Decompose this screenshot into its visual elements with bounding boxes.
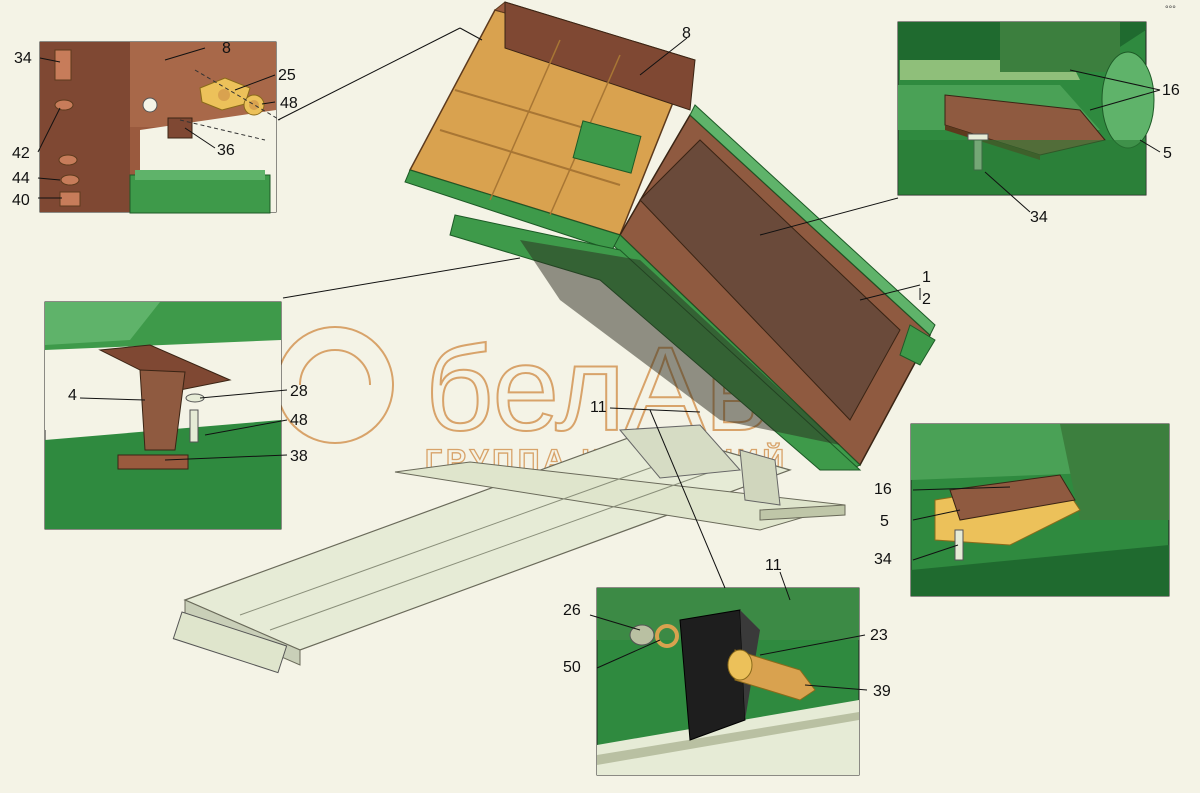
callout-38: 38 (290, 448, 308, 465)
callout-11-mid: 11 (590, 399, 607, 416)
chassis-frame (172, 424, 846, 674)
callout-5-topright: 5 (1163, 145, 1172, 162)
callout-11-bottom: 11 (765, 557, 782, 574)
callout-48-topleft: 48 (280, 95, 298, 112)
callout-23: 23 (870, 627, 888, 644)
callout-5-right: 5 (880, 513, 889, 530)
callout-16-topright: 16 (1162, 82, 1180, 99)
detail-hinge-pin-bottom (596, 587, 860, 776)
callout-labels: 34 8 25 48 36 42 44 40 8 16 5 34 1 2 4 2… (12, 25, 1180, 700)
callout-34-topright: 34 (1030, 209, 1048, 226)
callout-34-right: 34 (874, 551, 892, 568)
callout-44: 44 (12, 170, 30, 187)
callout-50: 50 (563, 659, 581, 676)
callout-4: 4 (68, 387, 77, 404)
callout-42: 42 (12, 145, 30, 162)
callout-8-top: 8 (682, 25, 691, 42)
callout-26: 26 (563, 602, 581, 619)
callout-39: 39 (873, 683, 891, 700)
callout-16-right: 16 (874, 481, 892, 498)
detail-stop-pad-topright (897, 21, 1155, 196)
dump-body (404, 1, 936, 471)
callout-40: 40 (12, 192, 30, 209)
callout-28: 28 (290, 383, 308, 400)
detail-bracket-midleft (44, 301, 282, 530)
callout-48-midleft: 48 (290, 412, 308, 429)
leader-lines (37, 27, 1161, 691)
callout-36: 36 (217, 142, 235, 159)
detail-stop-pad-right (910, 423, 1170, 597)
callout-8-topleft: 8 (222, 40, 231, 57)
detail-hinge-bolt-topleft (39, 41, 281, 214)
corner-mark: °°° (1165, 4, 1176, 14)
callout-34-topleft: 34 (14, 50, 32, 67)
callout-1: 1 (922, 269, 931, 286)
callout-2: 2 (922, 291, 931, 308)
callout-25: 25 (278, 67, 296, 84)
